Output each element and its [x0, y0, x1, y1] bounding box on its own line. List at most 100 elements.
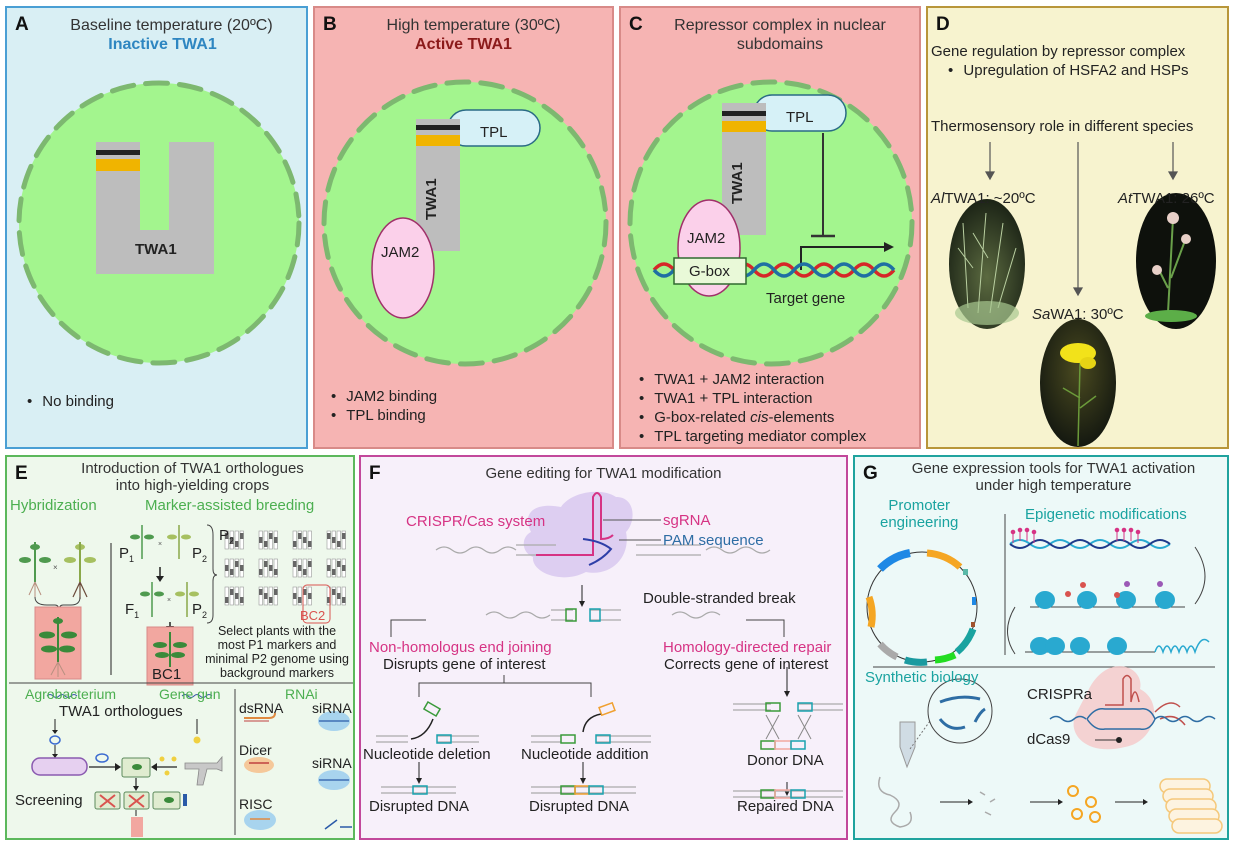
p2-grid-label: P2 — [219, 527, 235, 546]
chromosome — [239, 530, 244, 550]
arrow-head — [1167, 171, 1179, 181]
marker — [293, 541, 297, 547]
bullet-list: TWA1 + JAM2 interaction TWA1 + TPL inter… — [639, 370, 866, 446]
chromosome — [234, 530, 239, 550]
select-line: background markers — [220, 666, 334, 680]
bullet-item: TPL targeting mediator complex — [639, 427, 866, 446]
marker — [269, 565, 273, 571]
gene-editing-diagram — [376, 491, 843, 799]
dcas9-label: dCas9 — [1027, 731, 1071, 748]
svg-text:×: × — [53, 563, 58, 572]
marker — [235, 541, 239, 547]
subtitle-inactive: Inactive TWA1 — [108, 36, 217, 53]
transcription-start-arrow — [800, 246, 886, 270]
chromosome — [263, 530, 268, 550]
panel-title: Repressor complex in nuclear subdomains — [621, 16, 919, 54]
crispr-label: CRISPR/Cas system — [406, 513, 546, 530]
at-plant-photo — [1136, 193, 1216, 329]
hdr-desc: Corrects gene of interest — [664, 656, 829, 673]
selection-criteria-text: Select plants with the most P1 markers a… — [197, 624, 357, 680]
sa-flowers — [1080, 357, 1096, 369]
arrow-head — [884, 242, 894, 252]
rnai-label: RNAi — [285, 686, 318, 702]
marker — [298, 533, 302, 539]
at-flower — [1181, 234, 1191, 244]
synthetic-biology-label: Synthetic biology — [865, 669, 979, 686]
marker — [264, 541, 268, 547]
nhej-branches — [418, 675, 592, 697]
histone-marks — [1065, 581, 1163, 598]
panel-label: F — [369, 463, 381, 484]
donor-dna — [760, 740, 806, 750]
breeding-diagram: × × × — [9, 524, 353, 837]
plasmid-feature — [954, 627, 977, 655]
marker — [293, 561, 297, 567]
sirna-label: siRNA — [312, 755, 352, 771]
dicer-icon — [244, 757, 274, 773]
p2-label: P2 — [192, 545, 208, 564]
plasmid-feature — [865, 595, 876, 628]
marker — [308, 541, 312, 547]
gene-gun-icon — [184, 755, 223, 786]
methylated-dna — [1009, 527, 1171, 549]
marker — [259, 537, 263, 543]
select-line: Select plants with the — [217, 624, 337, 638]
hybridization-scheme: × — [19, 542, 96, 680]
chromosome — [273, 586, 278, 606]
marker — [235, 593, 239, 599]
chromosome — [341, 530, 346, 550]
title-line1: Introduction of TWA1 orthologues — [81, 460, 304, 477]
target-gene-label: Target gene — [766, 290, 846, 307]
svg-text:×: × — [167, 597, 171, 604]
arrow-head — [1072, 287, 1084, 297]
risc-icon — [244, 810, 276, 830]
panel-title: Gene expression tools for TWA1 activatio… — [880, 460, 1227, 494]
sgrna-label: sgRNA — [663, 512, 711, 529]
marker — [327, 533, 331, 539]
twa1-black-domain — [416, 125, 460, 130]
chromosome — [297, 530, 302, 550]
chromosome — [336, 558, 341, 578]
cas-protein-blob — [523, 491, 633, 578]
title-line2: subdomains — [736, 36, 824, 53]
regenerated-plant — [131, 817, 143, 837]
chromosome — [224, 586, 229, 606]
at-rosette — [1145, 310, 1197, 322]
arrow-head — [579, 601, 585, 607]
disrupted-dna-label: Disrupted DNA — [529, 798, 630, 815]
twa1-black-domain — [722, 111, 766, 116]
species-prefix: Al — [931, 190, 945, 207]
marker — [332, 537, 336, 543]
marker — [274, 589, 278, 595]
marker — [332, 569, 336, 575]
panel-label: B — [323, 14, 337, 35]
chromosome — [229, 558, 234, 578]
nucleosomes-condensed — [1030, 637, 1127, 655]
marker — [308, 593, 312, 599]
crispra-label: CRISPRa — [1027, 686, 1093, 703]
panel-label: D — [936, 14, 950, 35]
plasmid-feature — [926, 549, 963, 570]
bullet-item: G-box-related cis-elements — [639, 408, 866, 427]
sirna-label: siRNA — [312, 700, 352, 716]
twa1-label: TWA1 — [423, 178, 440, 220]
hybridization-label: Hybridization — [10, 497, 97, 514]
plasmid — [95, 753, 109, 763]
marker — [303, 589, 307, 595]
twa1-black-domain — [96, 150, 140, 155]
orthologues-label: TWA1 orthologues — [59, 703, 183, 720]
chromosome — [292, 558, 297, 578]
marker — [342, 533, 346, 539]
nuclear-envelope — [627, 79, 915, 367]
plasmid — [49, 735, 61, 745]
marker — [342, 565, 346, 571]
panel-title: Baseline temperature (20ºC) Inactive TWA… — [7, 16, 306, 54]
plasmid-feature — [934, 651, 957, 664]
thermosensory-heading: Thermosensory role in different species — [931, 118, 1194, 135]
screening-cells — [94, 791, 187, 810]
chromosome — [239, 586, 244, 606]
added-nucleotide — [598, 701, 616, 717]
nucleosomes-open — [1035, 591, 1175, 609]
bullet-item: TWA1 + TPL interaction — [639, 389, 866, 408]
bullet-item: No binding — [27, 392, 114, 411]
